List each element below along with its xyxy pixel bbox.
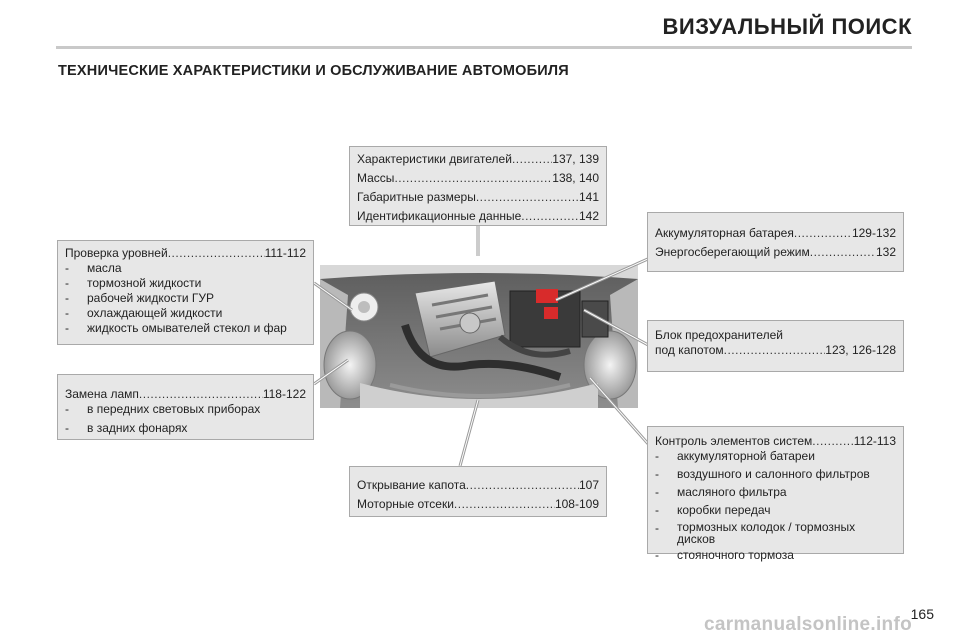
fuse-box-box: Блок предохранителей под капотом123, 126… bbox=[647, 320, 904, 372]
list-item: -аккумуляторной батареи bbox=[655, 449, 815, 463]
toc-entry[interactable]: Габаритные размеры141 bbox=[357, 190, 599, 205]
page-header-title: ВИЗУАЛЬНЫЙ ПОИСК bbox=[662, 14, 912, 39]
engine-bay-photo bbox=[320, 265, 638, 408]
toc-entry[interactable]: Характеристики двигателей137, 139 bbox=[357, 152, 599, 167]
list-item: -масляного фильтра bbox=[655, 485, 787, 499]
header-rule bbox=[56, 46, 912, 49]
toc-entry[interactable]: под капотом123, 126-128 bbox=[655, 343, 896, 358]
list-item: -в передних световых приборах bbox=[65, 402, 261, 416]
toc-entry[interactable]: Массы138, 140 bbox=[357, 171, 599, 186]
engine-specs-box: Характеристики двигателей137, 139 Массы1… bbox=[349, 146, 607, 226]
toc-entry[interactable]: Проверка уровней111-112 bbox=[65, 246, 306, 261]
fluid-levels-box: Проверка уровней111-112 -масла -тормозно… bbox=[57, 240, 314, 345]
list-item: -стояночного тормоза bbox=[655, 548, 794, 562]
list-item: -в задних фонарях bbox=[65, 421, 188, 435]
list-item: -тормозной жидкости bbox=[65, 276, 202, 290]
fuse-box-title: Блок предохранителей bbox=[655, 328, 783, 342]
watermark: carmanualsonline.info bbox=[704, 614, 912, 635]
list-item: -жидкость омывателей стекол и фар bbox=[65, 321, 287, 335]
toc-entry[interactable]: Идентификационные данные142 bbox=[357, 209, 599, 224]
lamp-replacement-box: Замена ламп118-122 -в передних световых … bbox=[57, 374, 314, 440]
system-checks-box: Контроль элементов систем112-113 -аккуму… bbox=[647, 426, 904, 562]
section-title: ТЕХНИЧЕСКИЕ ХАРАКТЕРИСТИКИ И ОБСЛУЖИВАНИ… bbox=[58, 63, 569, 79]
battery-box: Аккумуляторная батарея129-132 Энергосбер… bbox=[647, 212, 904, 272]
toc-entry[interactable]: Энергосберегающий режим132 bbox=[655, 245, 896, 260]
hood-box: Открывание капота107 Моторные отсеки108-… bbox=[349, 466, 607, 517]
list-item: -охлаждающей жидкости bbox=[65, 306, 223, 320]
list-item: -масла bbox=[65, 261, 122, 275]
list-item: -тормозных колодок / тормозных дисков bbox=[655, 520, 856, 546]
list-item: -коробки передач bbox=[655, 503, 771, 517]
toc-entry[interactable]: Контроль элементов систем112-113 bbox=[655, 434, 896, 449]
toc-entry[interactable]: Открывание капота107 bbox=[357, 478, 599, 493]
list-item: -рабочей жидкости ГУР bbox=[65, 291, 215, 305]
toc-entry[interactable]: Моторные отсеки108-109 bbox=[357, 497, 599, 512]
list-item: -воздушного и салонного фильтров bbox=[655, 467, 870, 481]
page-number: 165 bbox=[910, 606, 934, 622]
toc-entry[interactable]: Аккумуляторная батарея129-132 bbox=[655, 226, 896, 241]
toc-entry[interactable]: Замена ламп118-122 bbox=[65, 387, 306, 402]
